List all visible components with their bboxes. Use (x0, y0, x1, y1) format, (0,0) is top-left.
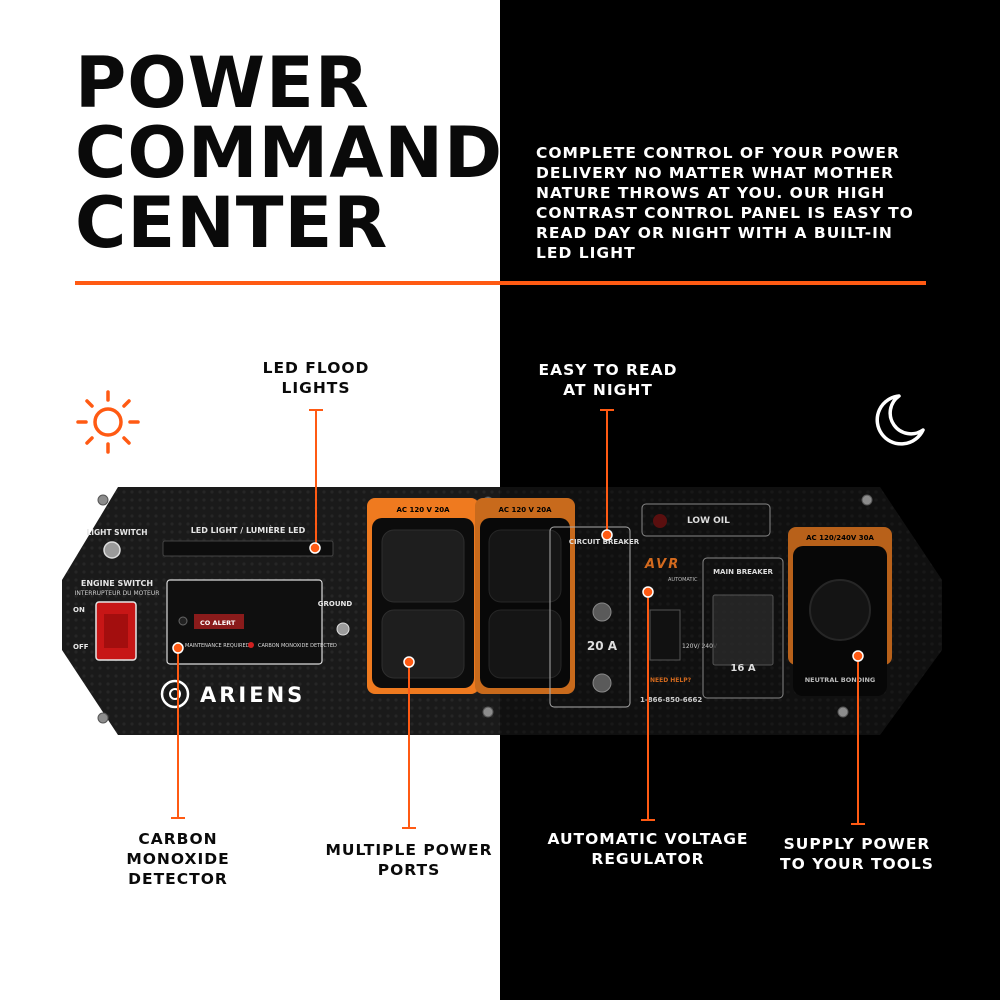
need-help-text: NEED HELP? (650, 677, 692, 684)
brand-name: ARIENS (200, 683, 305, 707)
sun-icon (76, 390, 140, 454)
pointer-easy-read (606, 409, 608, 535)
maintenance-text: MAINTENANCE REQUIRED (185, 643, 250, 649)
led-light-bar (162, 540, 334, 557)
description-text: COMPLETE CONTROL OF YOUR POWER DELIVERY … (536, 144, 914, 262)
pointer-supply (857, 656, 859, 824)
on-label: ON (73, 606, 85, 614)
control-panel: LIGHT SWITCH ENGINE SWITCH INTERRUPTEUR … (62, 487, 942, 735)
moon-icon (875, 394, 925, 446)
light-switch-button[interactable] (103, 541, 121, 559)
orange-divider (75, 281, 926, 285)
circuit-breaker-label: CIRCUIT BREAKER (569, 538, 640, 546)
circuit-breaker-button-1[interactable] (592, 602, 612, 622)
ariens-logo-icon (160, 679, 190, 709)
pointer-cap-supply (851, 823, 865, 825)
voltage-values: 120V/ 240V (682, 643, 718, 650)
pointer-cap-carbon (171, 817, 185, 819)
breaker-amps: 20 A (587, 639, 618, 653)
svg-text:AC 120 V 20A: AC 120 V 20A (396, 506, 450, 514)
svg-text:16 A: 16 A (730, 663, 755, 674)
main-breaker-switch[interactable] (712, 594, 774, 666)
pointer-ports (408, 662, 410, 828)
phone-number: 1-866-850-6662 (640, 696, 702, 704)
co-alert-text: CO ALERT (200, 619, 236, 627)
avr-label: AVR (644, 557, 680, 572)
engine-switch-fr: INTERRUPTEUR DU MOTEUR (75, 590, 160, 597)
pointer-cap-ports (402, 827, 416, 829)
led-light-label: LED LIGHT / LUMIÈRE LED (191, 524, 306, 535)
co-alert-box (166, 579, 323, 665)
svg-text:AC 120 V 20A: AC 120 V 20A (498, 506, 552, 514)
voltage-switch[interactable] (649, 609, 681, 661)
pointer-avr (647, 592, 649, 820)
pointer-carbon (177, 648, 179, 818)
engine-switch-label: ENGINE SWITCH (81, 579, 153, 588)
off-label: OFF (73, 643, 89, 651)
main-breaker-label: MAIN BREAKER (713, 568, 773, 576)
neutral-label: NEUTRAL BONDING (805, 676, 876, 684)
svg-text:AC 120/240V 30A: AC 120/240V 30A (806, 534, 874, 542)
circuit-breaker-button-2[interactable] (592, 673, 612, 693)
low-oil-label: LOW OIL (687, 516, 730, 526)
pointer-led (315, 409, 317, 548)
svg-text:AUTOMATIC: AUTOMATIC (668, 577, 698, 583)
pointer-cap-avr (641, 819, 655, 821)
ground-label: GROUND (318, 600, 353, 608)
light-switch-label: LIGHT SWITCH (86, 528, 147, 537)
page-title: POWER COMMAND CENTER (75, 42, 504, 264)
co-detected-text: CARBON MONOXIDE DETECTED (258, 643, 337, 649)
